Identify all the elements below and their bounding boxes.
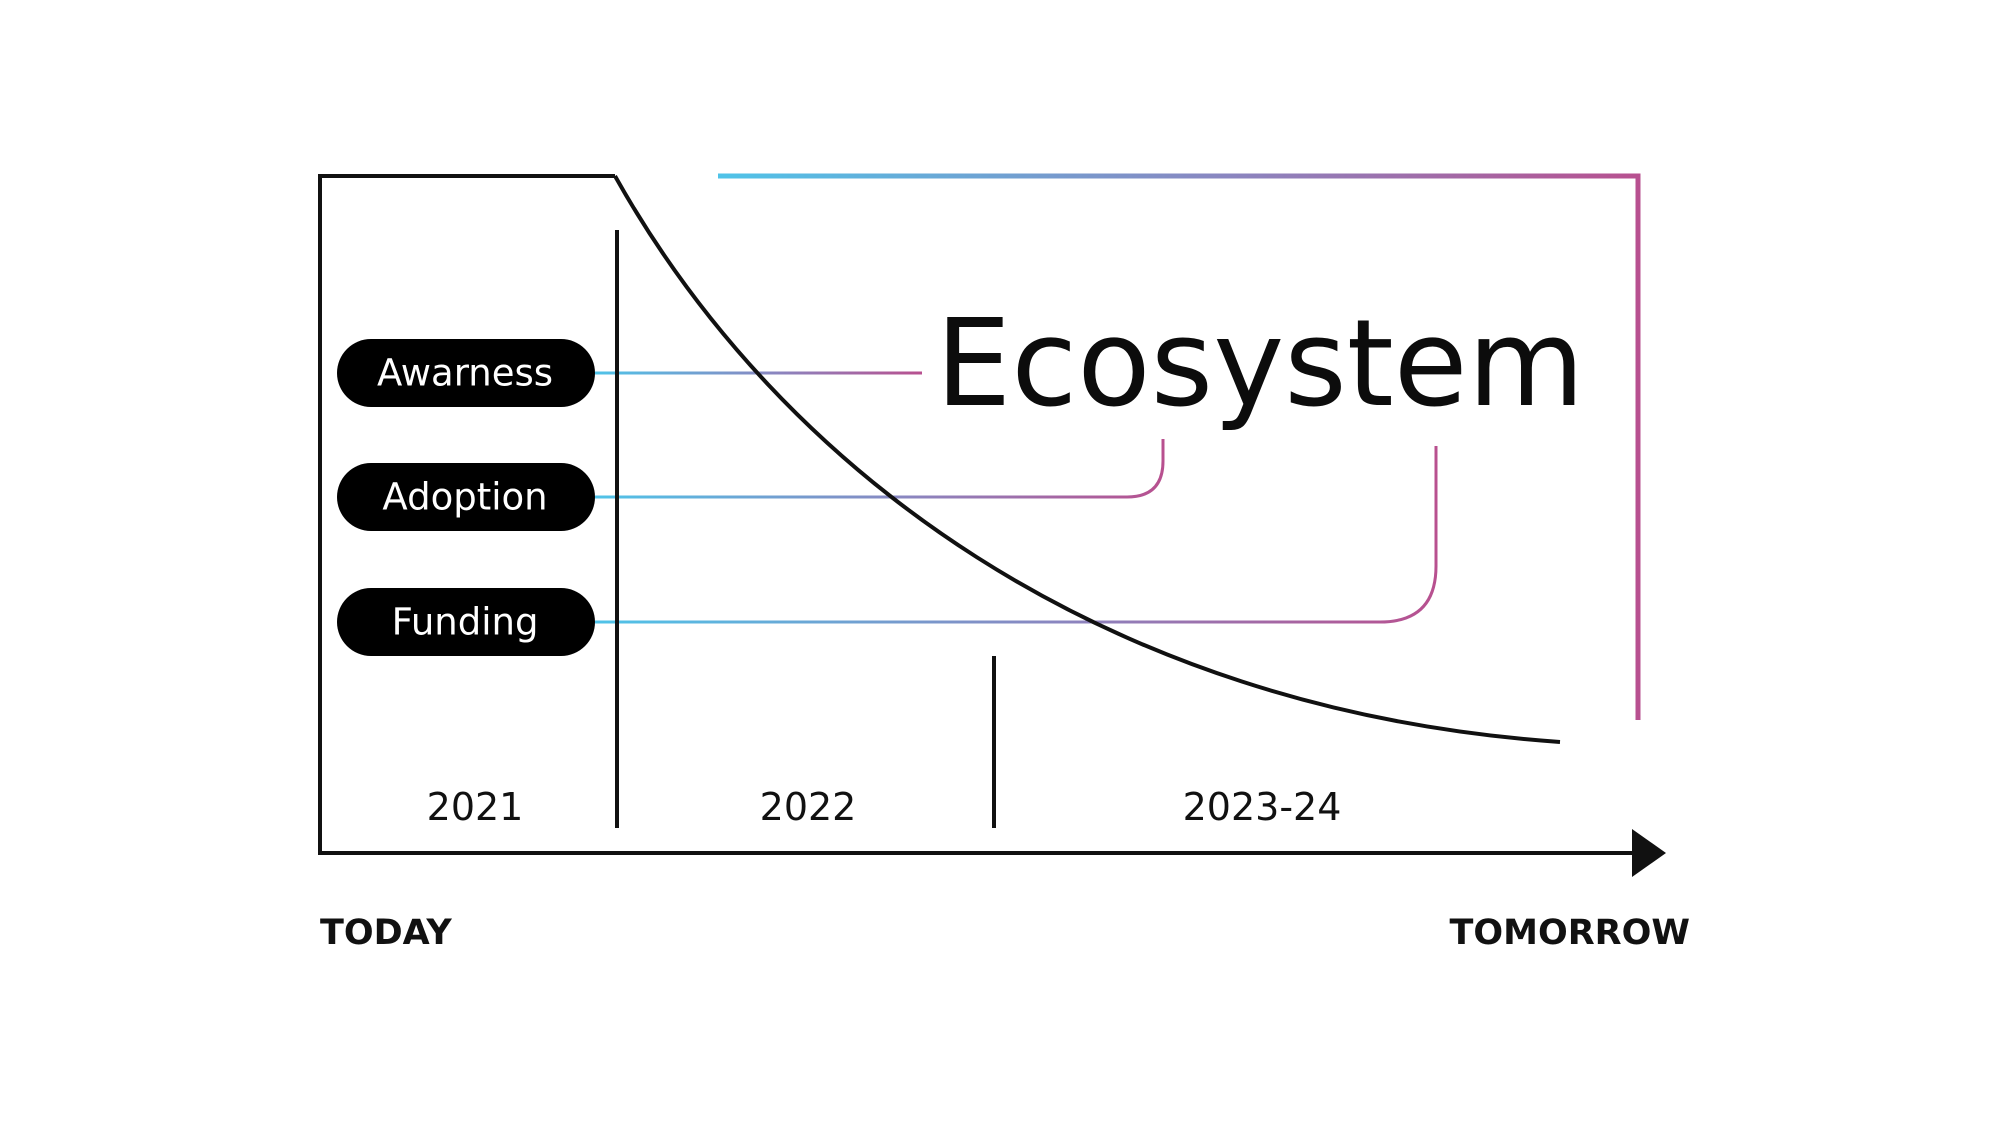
adoption-connector-line [595,439,1165,499]
decay-curve [613,175,1561,744]
year-label-2023-24: 2023-24 [1183,785,1342,829]
pill-funding: Funding [337,588,595,656]
year-label-2022: 2022 [760,785,857,829]
funding-connector-line [595,446,1438,624]
pill-awareness-label: Awarness [377,352,553,395]
gradient-frame-line [718,173,1641,720]
pill-awareness: Awarness [337,339,595,407]
axis-label-tomorrow: TOMORROW [1450,913,1690,953]
left-frame-line [318,174,1640,855]
pill-adoption: Adoption [337,463,595,531]
ecosystem-title: Ecosystem [935,295,1584,434]
axis-arrow-head [1632,829,1666,877]
pill-adoption-label: Adoption [382,476,547,519]
pill-funding-label: Funding [392,601,539,644]
axis-label-today: TODAY [320,913,452,953]
year-label-2021: 2021 [427,785,524,829]
